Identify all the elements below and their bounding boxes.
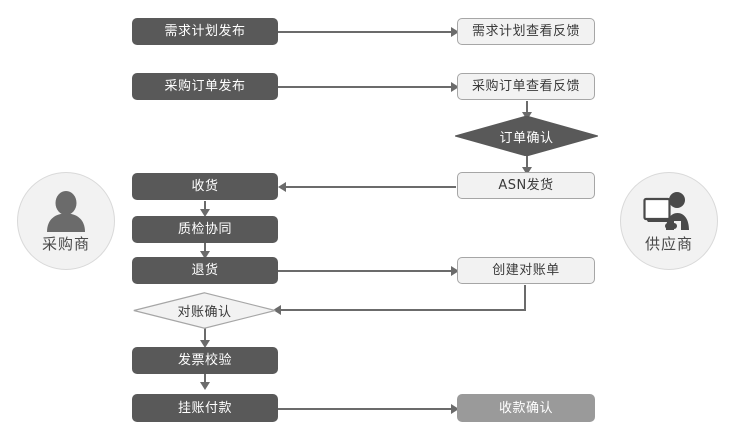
arrowhead-return [200,251,210,259]
actor-label: 采购商 [41,235,90,253]
person-at-computer-icon [643,188,695,232]
node-label: 创建对账单 [492,263,560,278]
connector-quality-to-return [204,243,206,255]
connector-statement-to-confirm [281,309,526,311]
node-label: 需求计划查看反馈 [471,24,580,39]
arrowhead-receipt-confirm [451,404,459,414]
node-payable-payment[interactable]: 挂账付款 [132,394,278,422]
actor-supplier[interactable]: 供应商 [620,172,718,270]
node-label: 收货 [191,179,219,194]
node-label: 挂账付款 [177,400,232,416]
arrowhead-payable-payment [200,382,210,390]
node-order-confirm[interactable]: 订单确认 [455,116,598,156]
node-label: 退货 [191,263,219,278]
person-silhouette-icon [40,188,92,232]
node-label: 采购订单查看反馈 [471,79,580,94]
arrowhead-asn [522,167,532,175]
arrowhead-goods-receipt [278,182,286,192]
node-quality-collaboration[interactable]: 质检协同 [132,216,278,243]
connector-demand-plan [278,31,453,33]
arrowhead-create-statement [451,266,459,276]
node-demand-plan-feedback[interactable]: 需求计划查看反馈 [457,18,595,45]
diamond-shape-light [133,292,276,329]
node-asn-shipment[interactable]: ASN发货 [457,172,595,199]
connector-po-to-order-confirm [526,101,528,118]
connector-receipt-to-quality [204,201,206,213]
connector-po-publish [278,86,453,88]
node-label: 订单确认 [499,130,554,146]
node-return-goods[interactable]: 退货 [132,257,278,284]
connector-payment-to-receipt-confirm [278,408,453,410]
connector-statement-down [524,285,526,310]
connector-order-confirm-to-asn [526,155,528,173]
node-label: 对账确认 [177,305,232,320]
node-goods-receipt[interactable]: 收货 [132,173,278,200]
node-po-feedback[interactable]: 采购订单查看反馈 [457,73,595,100]
actor-label: 供应商 [644,235,693,253]
actor-buyer[interactable]: 采购商 [17,172,115,270]
node-receipt-confirm[interactable]: 收款确认 [457,394,595,422]
arrowhead-demand-plan [451,27,459,37]
arrowhead-quality [200,209,210,217]
diamond-shape-dark [455,116,598,156]
node-demand-plan-publish[interactable]: 需求计划发布 [132,18,278,45]
node-label: 采购订单发布 [164,79,246,94]
connector-invoice-to-payment [204,374,206,388]
node-label: 需求计划发布 [164,24,246,39]
node-po-publish[interactable]: 采购订单发布 [132,73,278,100]
node-label: 收款确认 [498,400,553,416]
connector-confirm-to-invoice [204,328,206,346]
arrowhead-po-publish [451,82,459,92]
connector-asn-to-receipt [286,186,456,188]
arrowhead-invoice-verify [200,340,210,348]
node-invoice-verify[interactable]: 发票校验 [132,347,278,374]
node-label: 发票校验 [177,353,232,368]
connector-return-to-statement [278,270,453,272]
node-label: 质检协同 [177,222,232,237]
node-statement-confirm[interactable]: 对账确认 [133,292,276,329]
arrowhead-statement-confirm [273,305,281,315]
node-label: ASN发货 [498,178,554,193]
node-create-statement[interactable]: 创建对账单 [457,257,595,284]
